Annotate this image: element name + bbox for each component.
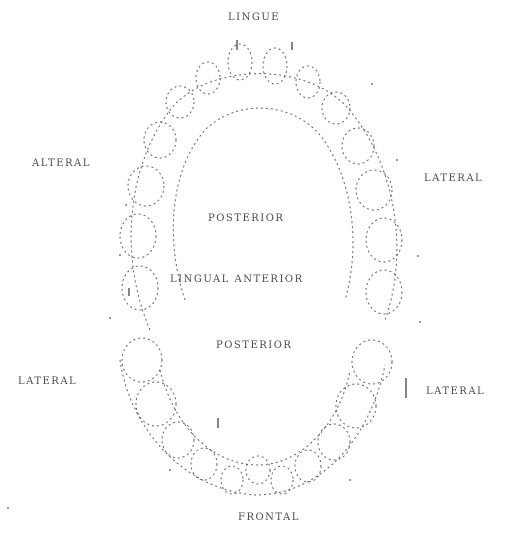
speckles (7, 83, 421, 509)
lower-tooth (221, 466, 243, 494)
upper-tooth (263, 48, 287, 84)
upper-tooth (166, 86, 194, 118)
label-inner-middle: LINGUAL ANTERIOR (170, 274, 304, 285)
lower-teeth (122, 338, 392, 494)
speck (109, 317, 111, 319)
upper-arch-inner-outline (173, 108, 353, 300)
label-right-upper: LATERAL (424, 173, 483, 184)
label-right-lower: LATERAL (426, 386, 485, 397)
speck (396, 159, 398, 161)
upper-tooth (356, 170, 392, 210)
label-inner-upper: POSTERIOR (208, 213, 284, 224)
label-left-lower: LATERAL (18, 376, 77, 387)
lower-tooth (122, 338, 162, 382)
lower-tooth (136, 382, 176, 426)
speck (119, 254, 121, 256)
speck (371, 83, 373, 85)
speck (349, 479, 351, 481)
upper-tooth (296, 66, 320, 98)
label-left-upper: ALTERAL (32, 158, 91, 169)
lower-arch-inner-outline (160, 370, 350, 465)
lower-tooth (295, 450, 321, 482)
speck (417, 255, 419, 257)
upper-tooth (144, 122, 176, 158)
lower-tooth (271, 466, 293, 494)
tick-marks (129, 40, 406, 428)
speck (125, 204, 127, 206)
upper-tooth (120, 214, 156, 258)
label-inner-lower: POSTERIOR (216, 340, 292, 351)
speck (169, 469, 171, 471)
upper-tooth (128, 166, 164, 206)
speck (7, 507, 9, 509)
upper-tooth (342, 128, 374, 164)
upper-tooth (366, 270, 402, 314)
speck (419, 321, 421, 323)
lower-tooth (336, 384, 376, 428)
upper-tooth (122, 266, 158, 310)
lower-tooth (352, 340, 392, 384)
upper-tooth (196, 62, 220, 94)
lower-tooth (318, 424, 350, 460)
label-top: LINGUE (228, 12, 280, 23)
lower-tooth (191, 448, 217, 480)
label-bottom: FRONTAL (238, 512, 300, 523)
upper-arch-outline (131, 74, 397, 330)
lower-tooth (162, 422, 194, 458)
lower-tooth (246, 456, 270, 484)
lower-arch-outline (120, 360, 385, 495)
